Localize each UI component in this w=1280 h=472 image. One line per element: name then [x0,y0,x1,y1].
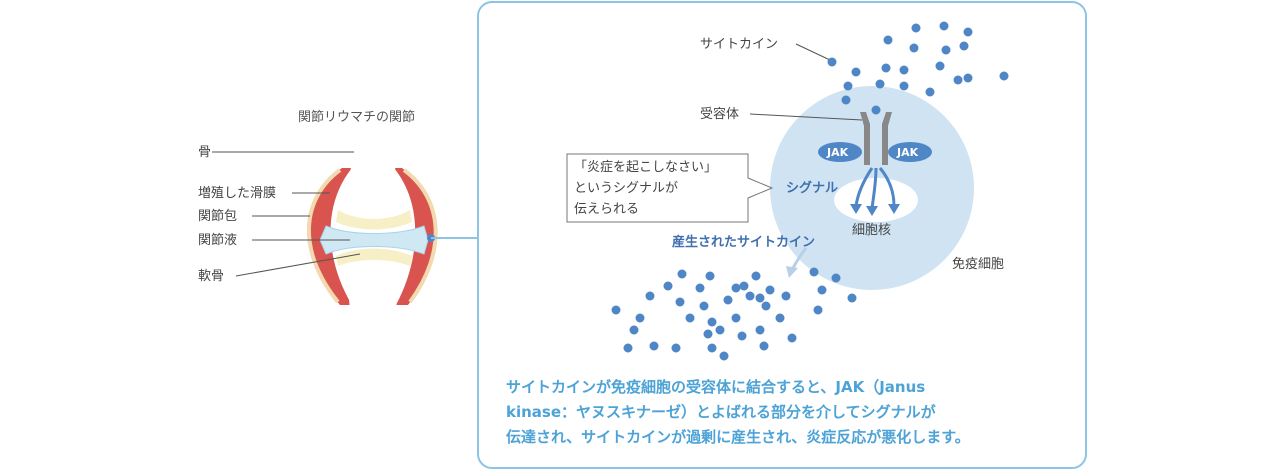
label-synovium: 増殖した滑膜 [198,185,276,201]
receptor [860,112,892,165]
callout-line-2: というシグナルが [574,181,678,196]
label-jak-right: JAK [896,146,919,159]
label-immune-cell: 免疫細胞 [952,256,1004,272]
jak-left-shape [818,142,862,162]
label-fluid: 関節液 [198,233,237,248]
arrowhead-3 [888,204,900,214]
capsule-right [402,168,438,304]
bone-upper [346,160,400,213]
bone-lower [346,260,400,310]
label-capsule: 関節包 [198,209,237,224]
caption: サイトカインが免疫細胞の受容体に結合すると、JAK（Janus kinase：ヤ… [506,378,970,446]
arrowhead-1 [850,204,862,214]
caption-line-1: サイトカインが免疫細胞の受容体に結合すると、JAK（Janus [506,378,925,396]
joint-illustration: 関節リウマチの関節 骨 増殖した滑膜 関節包 関節液 軟骨 [198,110,478,310]
caption-line-3: 伝達され、サイトカインが過剰に産生され、炎症反応が悪化します。 [506,428,970,446]
leader-cytokine [795,43,831,61]
leader-cartilage [235,253,361,277]
label-signal: シグナル [786,180,838,196]
label-cartilage: 軟骨 [198,268,224,284]
callout-line-3: 伝えられる [574,202,639,217]
signal-callout: 「炎症を起こしなさい」 というシグナルが 伝えられる [566,153,774,223]
cytokines-top [827,21,1009,115]
caption-line-2: kinase：ヤヌスキナーゼ）とよばれる部分を介してシグナルが [506,403,937,421]
signal-arrows [854,167,896,209]
label-jak-left: JAK [826,146,849,159]
cytokines-produced [611,267,857,361]
cartilage-lower [336,248,412,266]
joint-fluid [319,225,429,255]
label-produced-cytokine: 産生されたサイトカイン [672,234,815,250]
label-receptor: 受容体 [700,106,739,122]
produced-arrowhead [786,266,798,278]
cartilage-upper [336,210,412,230]
label-cytokine: サイトカイン [700,37,778,52]
leader-receptor [749,113,863,121]
label-nucleus: 細胞核 [852,223,891,238]
synovium-right [394,168,437,305]
joint-title: 関節リウマチの関節 [298,110,415,125]
capsule-left [306,168,342,304]
label-bone: 骨 [198,145,211,160]
arrowhead-2 [866,206,878,216]
callout-line-1: 「炎症を起こしなさい」 [574,160,717,175]
jak-right-shape [888,142,932,162]
